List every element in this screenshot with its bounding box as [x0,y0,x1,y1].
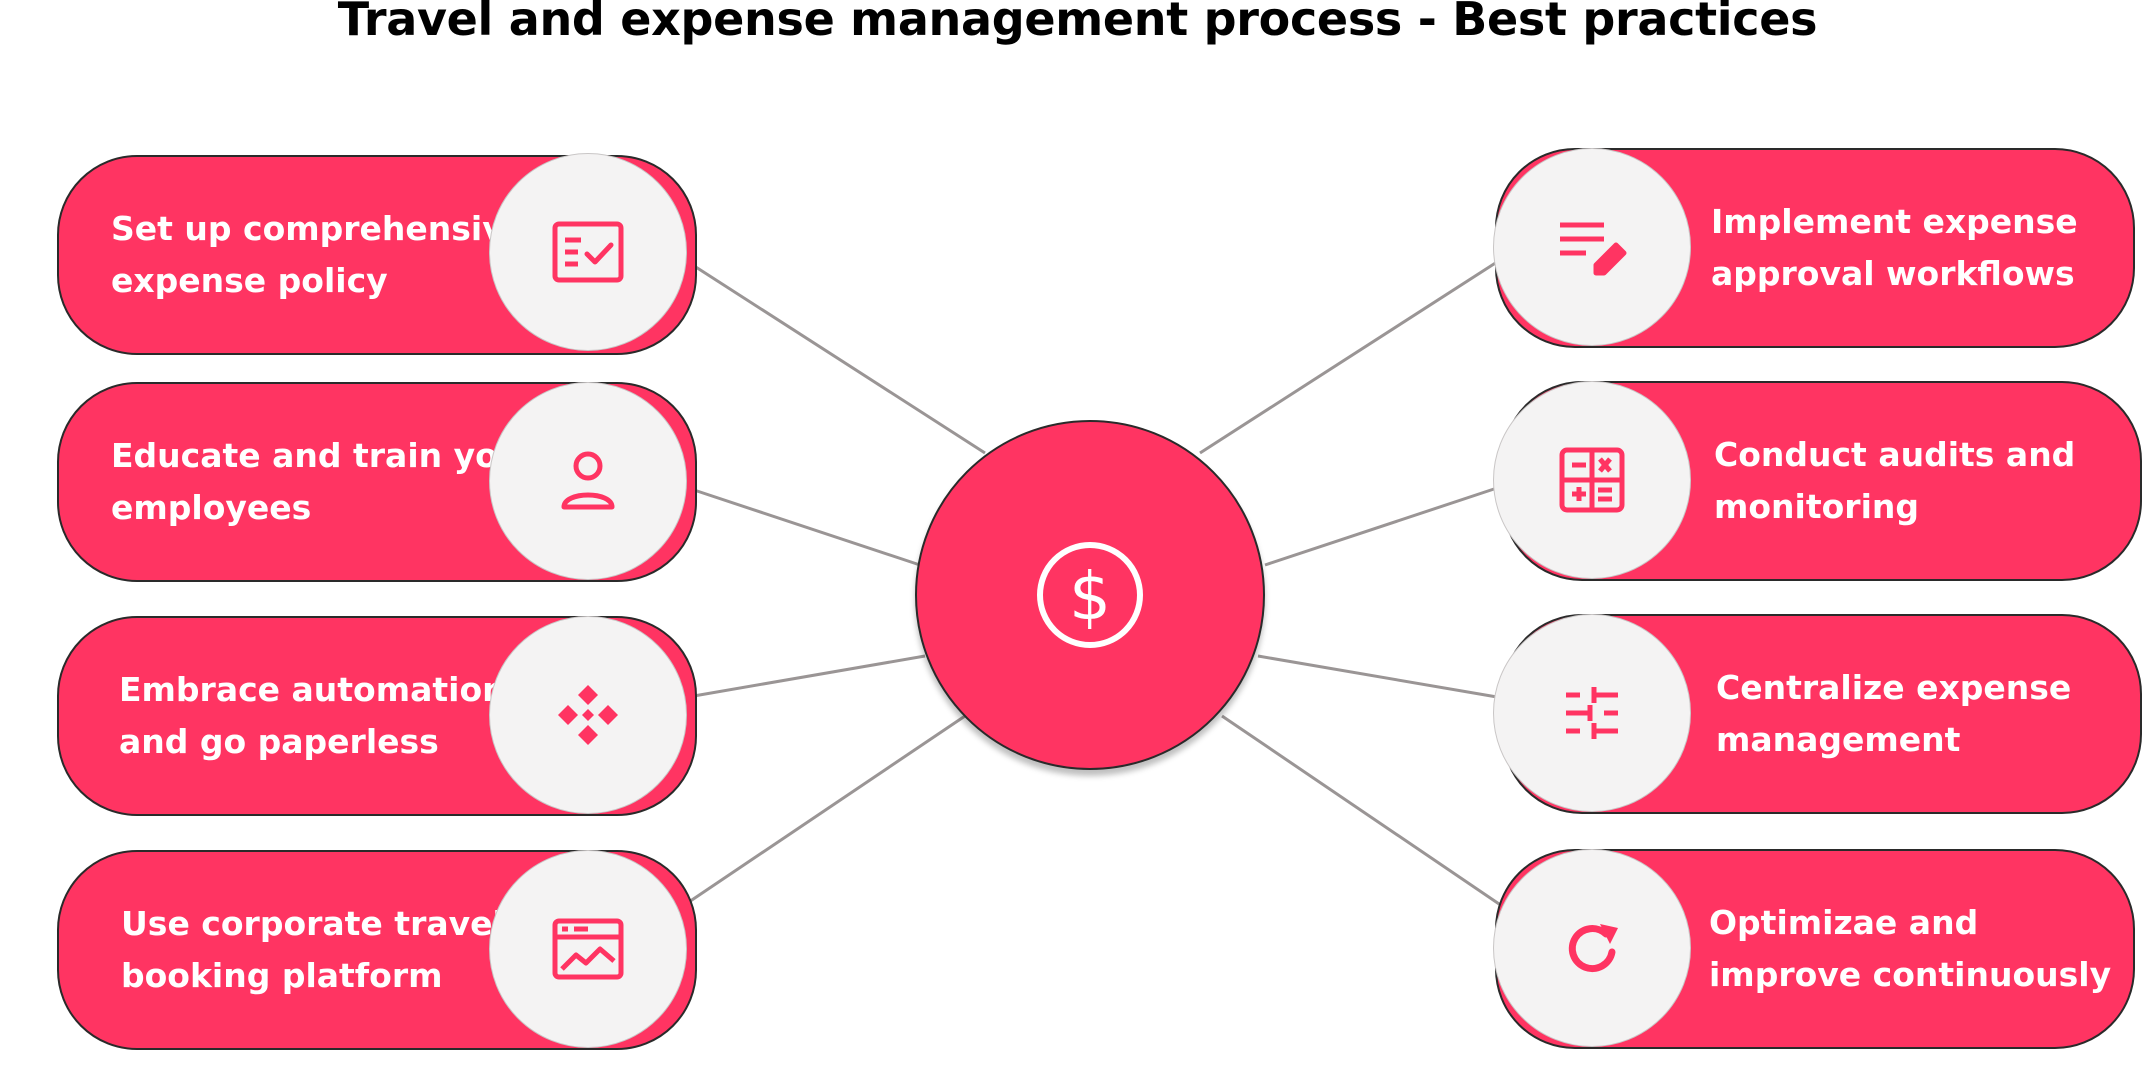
calculator-icon [1493,381,1691,579]
practice-label: Centralize expense management [1716,668,2072,759]
page-title: Travel and expense management process - … [337,0,1818,46]
svg-text:$: $ [1069,558,1111,635]
sliders-icon [1493,614,1691,812]
connector-line [1221,714,1506,910]
checklist-icon [489,153,687,351]
connector-line [687,260,986,455]
practice-label: Implement expense approval workflows [1711,202,2078,293]
connector-line [687,486,921,567]
connector-line [1264,486,1498,567]
practice-label: Use corporate travel booking platform [121,904,504,995]
refresh-icon [1493,849,1691,1047]
practice-label: Set up comprehensive expense policy [111,209,527,300]
central-hub: $ [915,420,1265,770]
practice-label: Conduct audits and monitoring [1714,435,2076,526]
automation-icon [489,616,687,814]
connector-line [687,654,926,699]
connector-line [1199,260,1498,455]
connector-line [1257,654,1498,699]
user-icon [489,382,687,580]
list-edit-icon [1493,148,1691,346]
practice-label: Embrace automation and go paperless [119,670,506,761]
connector-line [679,714,966,910]
practice-label: Optimizae and improve continuously [1709,903,2112,994]
dollar-circle-icon: $ [1037,542,1143,648]
browser-chart-icon [489,850,687,1048]
